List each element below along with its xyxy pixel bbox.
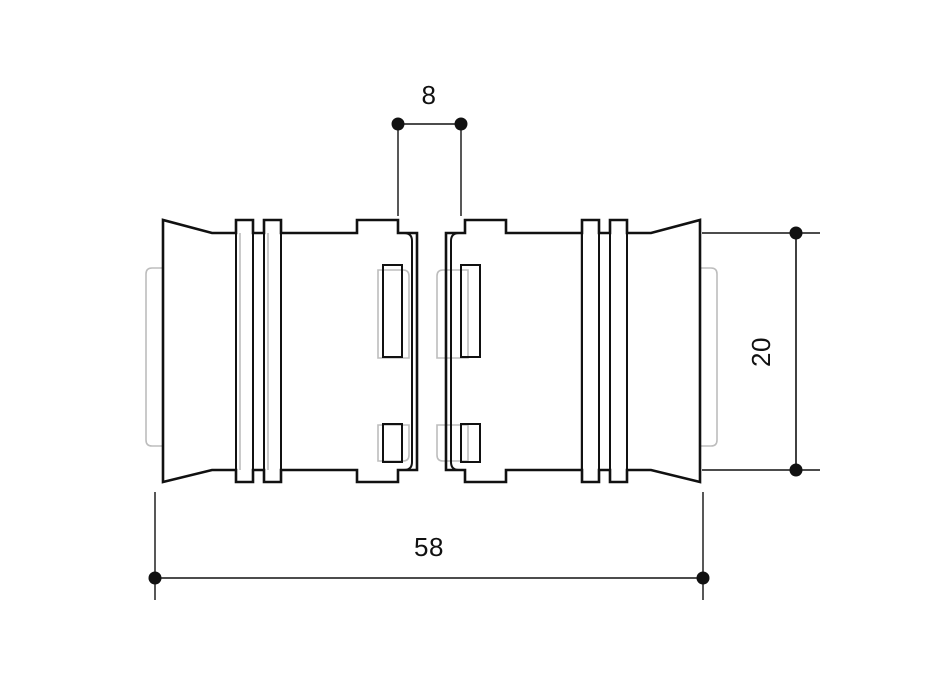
dimension-20-group: 20 [702,226,820,477]
dim-8-dot-right [454,117,468,131]
dimension-8-group: 8 [391,80,468,216]
left-flange-lower-pocket-hidden [377,424,410,462]
dim-58-dot-left [148,571,162,585]
dim-20-dot-top [789,226,803,240]
left-flange-top-shoulder [398,232,413,471]
right-latch-slot-lower [460,423,481,463]
dim-58-label: 58 [414,532,444,562]
dimension-58-group: 58 [148,492,710,600]
dim-8-dot-left [391,117,405,131]
dim-20-dot-bottom [789,463,803,477]
internal-detail-group [235,232,628,471]
left-flange-upper-pocket-hidden [377,269,410,359]
right-flange-top-shoulder [450,232,465,471]
left-end-bell-hidden [145,267,163,447]
left-latch-slot-lower [382,423,403,463]
dim-8-label: 8 [422,80,437,110]
left-latch-slot-upper [382,264,403,358]
dim-20-label: 20 [746,337,776,367]
right-latch-slot-upper [460,264,481,358]
dim-58-dot-right [696,571,710,585]
right-flange-upper-pocket-hidden [436,269,469,359]
right-flange-lower-pocket-hidden [436,424,469,462]
right-end-bell-hidden [700,267,718,447]
